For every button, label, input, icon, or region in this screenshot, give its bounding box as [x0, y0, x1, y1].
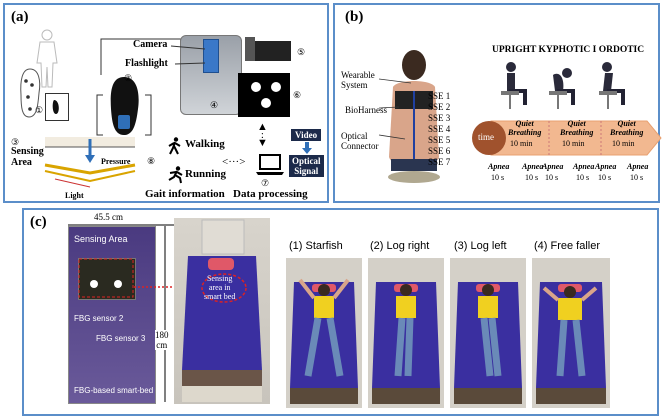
walking-icon: [168, 137, 181, 155]
light-spots-image: [238, 73, 290, 117]
fbg-bed-label: FBG-based smart-bed: [74, 386, 154, 395]
num-3: ③: [11, 137, 20, 147]
apnea-2: Apnea: [522, 162, 544, 171]
pressure-label: Pressure: [101, 157, 131, 166]
sensing-area-label: Sensing Area: [11, 146, 44, 168]
quiet-breathing-3: Quiet Breathing: [610, 119, 644, 137]
foot-outline-icon: [20, 68, 41, 118]
pose-label-log-left: (3) Log left: [454, 240, 507, 252]
quiet-breathing-1: Quiet Breathing: [508, 119, 542, 137]
ten-s-6: 10 s: [630, 173, 644, 182]
num-2: ②: [124, 73, 133, 83]
smart-bed-schematic: [68, 226, 156, 404]
pose-label-log-right: (2) Log right: [370, 240, 430, 252]
label-leader-lines: [378, 78, 412, 140]
panel-b-title: UPRIGHT KYPHOTIC I ORDOTIC: [492, 45, 645, 55]
ten-min-2: 10 min: [562, 139, 585, 148]
pose-photo-log-left: [450, 258, 526, 408]
gait-info-label: Gait information: [145, 188, 225, 200]
smart-bed-photo: [174, 218, 270, 404]
panel-b: (b) UPRIGHT KYPHOTIC I ORDOTIC Wearable …: [333, 3, 662, 203]
num-1: ①: [35, 105, 44, 115]
back-photo: [383, 47, 445, 185]
pose-photo-starfish: [286, 258, 362, 408]
panel-b-label: (b): [345, 9, 364, 25]
pressure-diagram: [44, 137, 136, 188]
timeline-arrow: [472, 120, 662, 156]
fbg-sensor-2-label: FBG sensor 2: [74, 314, 124, 323]
camera-label: Camera: [133, 39, 168, 50]
pose-photo-log-right: [368, 258, 444, 408]
sensing-area-text: Sensing Area: [74, 234, 128, 244]
fbg-sensor-3-label: FBG sensor 3: [96, 334, 146, 343]
height-dimension: 180 cm: [155, 330, 169, 350]
light-label: Light: [65, 191, 84, 200]
ten-s-5: 10 s: [598, 173, 612, 182]
width-dimension: 45.5 cm: [94, 212, 123, 222]
bracket-lines: [96, 38, 207, 136]
sse-label: SSE 6: [428, 146, 451, 156]
apnea-1: Apnea: [488, 162, 510, 171]
pose-label-free-faller: (4) Free faller: [534, 240, 601, 252]
ten-s-3: 10 s: [545, 173, 559, 182]
panel-c: (c) 45.5 cm Sensing Area FBG sensor 2 FB…: [22, 208, 659, 416]
camera-module-icon: [203, 39, 219, 73]
callout-lines: [170, 45, 206, 65]
sse-label: SSE 7: [428, 157, 451, 167]
width-dim-line: [68, 224, 178, 226]
sse-label: SSE 3: [428, 113, 451, 123]
pose-label-starfish: (1) Starfish: [289, 240, 343, 252]
num-4: ④: [210, 100, 219, 110]
lordotic-figure-icon: [599, 62, 625, 109]
video-badge: Video: [291, 129, 322, 141]
sensing-dashed-box: [78, 258, 134, 298]
bioharness-label: BioHarness: [345, 105, 387, 115]
panel-c-label: (c): [30, 214, 47, 230]
vertical-arrow-icon: ▲:▼: [257, 121, 268, 149]
optical-device-icon: [245, 37, 291, 61]
apnea-3: Apnea: [542, 162, 564, 171]
panel-a-label: (a): [11, 9, 29, 25]
ten-s-4: 10 s: [576, 173, 590, 182]
num-7: ⑦: [261, 178, 270, 188]
down-arrow-icon: [302, 142, 312, 154]
apnea-4: Apnea: [573, 162, 595, 171]
sensing-in-bed-label: Sensing area in smart bed: [204, 274, 236, 301]
apnea-5: Apnea: [595, 162, 617, 171]
num-5: ⑤: [297, 47, 306, 57]
ten-min-1: 10 min: [510, 139, 533, 148]
num-8: ⑧: [147, 156, 156, 166]
ten-min-3: 10 min: [612, 139, 635, 148]
sse-label: SSE 5: [428, 135, 451, 145]
smart-insole-icon: [110, 77, 139, 135]
panel-a: (a) ① ② ④ Camera Flashlight ⑤: [3, 3, 329, 203]
height-dim-line: [164, 226, 166, 402]
body-silhouette-icon: [36, 29, 58, 88]
num-6: ⑥: [293, 90, 302, 100]
upright-figure-icon: [501, 62, 527, 109]
wearable-system-label: Wearable System: [341, 70, 375, 90]
apnea-6: Apnea: [627, 162, 649, 171]
sse-label: SSE 4: [428, 124, 451, 134]
walking-label: Walking: [185, 138, 225, 150]
running-icon: [168, 166, 183, 184]
data-processing-label: Data processing: [233, 188, 308, 200]
sse-label: SSE 2: [428, 102, 451, 112]
time-label: time: [478, 132, 494, 142]
running-label: Running: [185, 168, 226, 180]
laptop-icon: [256, 154, 284, 175]
sensor-chip-icon: [45, 93, 69, 121]
flashlight-label: Flashlight: [125, 58, 168, 69]
sse-label: SSE 1: [428, 91, 451, 101]
kyphotic-figure-icon: [549, 68, 575, 109]
bidirectional-arrow-icon: <···>: [222, 156, 246, 168]
pose-photo-free-faller: [532, 258, 610, 408]
optical-signal-badge: Optical Signal: [289, 155, 324, 177]
ten-s-1: 10 s: [491, 173, 505, 182]
optical-connector-label: Optical Connector: [341, 131, 379, 151]
ten-s-2: 10 s: [525, 173, 539, 182]
quiet-breathing-2: Quiet Breathing: [560, 119, 594, 137]
